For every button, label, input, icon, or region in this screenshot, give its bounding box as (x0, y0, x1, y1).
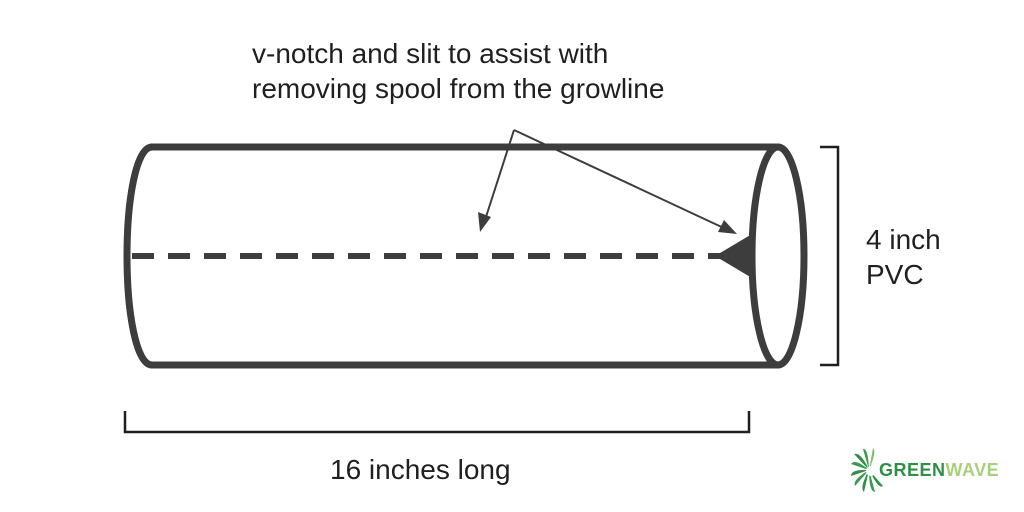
pipe-left-end (123, 143, 156, 369)
pipe-right-opening (748, 143, 808, 369)
slit-annotation-line2: removing spool from the growline (252, 73, 665, 104)
diameter-label: 4 inch PVC (866, 222, 1006, 292)
greenwave-logo: GREENWAVE (849, 446, 1019, 496)
logo-text-wave: WAVE (945, 460, 1000, 480)
callout-arrow-to-slit (484, 129, 515, 221)
diameter-label-line1: 4 inch (866, 224, 941, 255)
diameter-label-line2: PVC (866, 259, 924, 290)
spiral-leaf-icon (851, 448, 883, 492)
callout-arrows (484, 129, 729, 231)
diameter-bracket (820, 145, 840, 367)
greenwave-wordmark: GREENWAVE (879, 460, 999, 481)
arrowhead-notch (718, 220, 737, 234)
length-label: 16 inches long (330, 454, 511, 485)
arrowhead-slit (478, 212, 491, 232)
logo-text-green: GREEN (879, 460, 946, 480)
v-notch (715, 234, 752, 278)
slit-annotation-line1: v-notch and slit to assist with (252, 38, 609, 69)
length-bracket (123, 411, 751, 434)
slit-annotation: v-notch and slit to assist with removing… (252, 36, 812, 106)
callout-arrow-to-notch (513, 129, 729, 231)
